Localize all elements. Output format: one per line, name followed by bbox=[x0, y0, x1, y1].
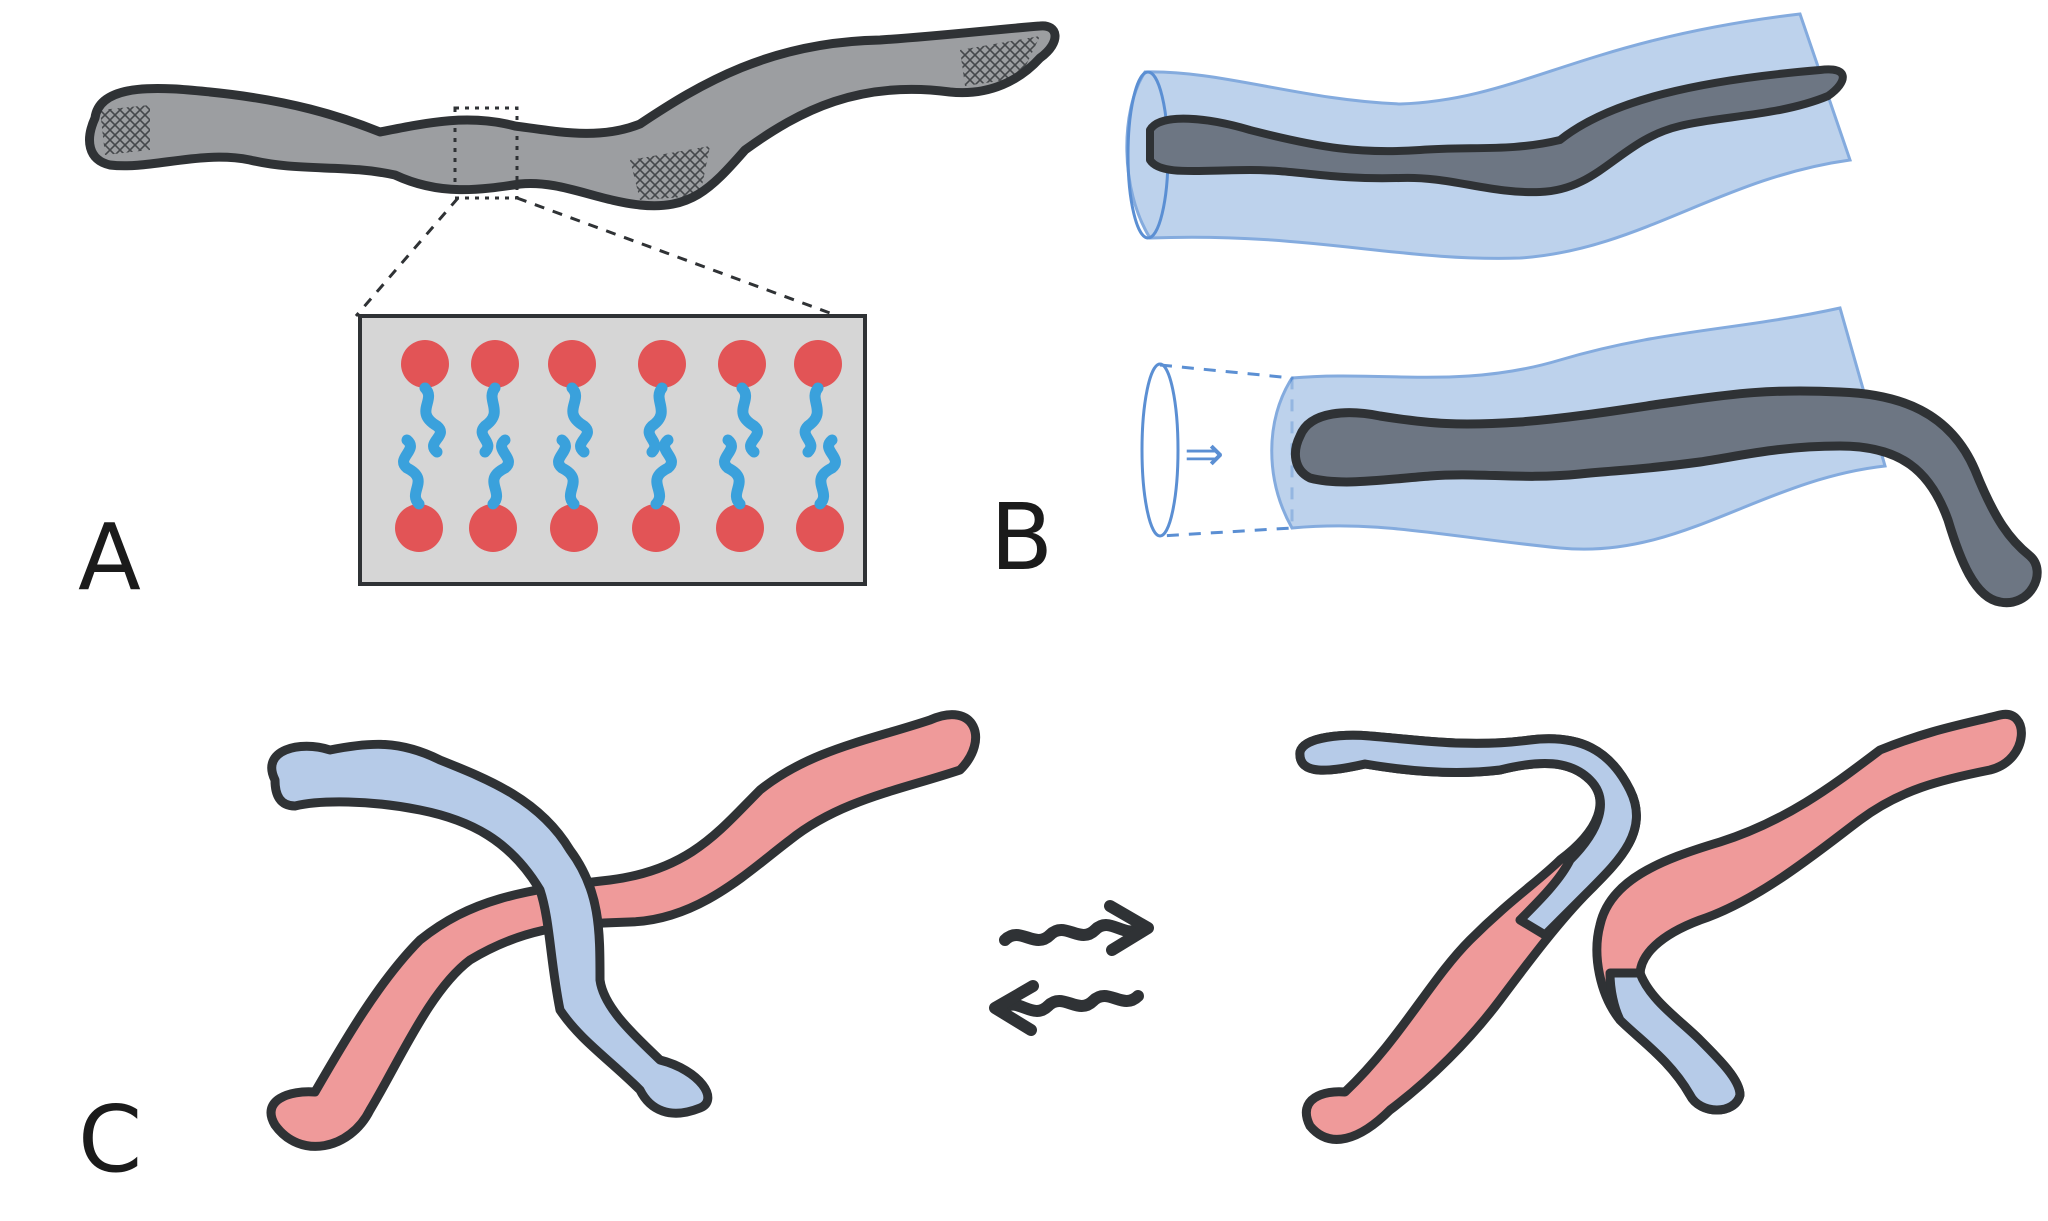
panel-c bbox=[271, 714, 2021, 1146]
surfactant-head bbox=[548, 340, 596, 388]
panel-label-b: B bbox=[990, 492, 1053, 584]
surfactant-head bbox=[471, 340, 519, 388]
zoom-guide-left bbox=[356, 198, 458, 316]
tube-previous-opening bbox=[1142, 364, 1178, 536]
surfactant-head bbox=[550, 504, 598, 552]
surfactant-head bbox=[632, 504, 680, 552]
crossing-micelles bbox=[271, 715, 976, 1147]
blue-segment-lower bbox=[1610, 973, 1740, 1110]
zoom-guide-right bbox=[517, 198, 838, 316]
surfactant-head bbox=[401, 340, 449, 388]
surfactant-head bbox=[794, 340, 842, 388]
surfactant-head bbox=[395, 504, 443, 552]
bilayer-inset bbox=[360, 316, 865, 584]
surfactant-head bbox=[716, 504, 764, 552]
surfactant-head bbox=[718, 340, 766, 388]
blue-segment-upper bbox=[1300, 735, 1637, 935]
wormlike-micelle bbox=[90, 26, 1056, 206]
recombined-micelles bbox=[1300, 714, 2021, 1139]
double-arrow-right-icon: ⇒ bbox=[1184, 426, 1224, 482]
tube-bottom: ⇒ bbox=[1142, 308, 2037, 603]
panel-label-c: C bbox=[78, 1094, 142, 1186]
panel-b: ⇒ bbox=[1127, 14, 2037, 603]
blue-red-micelle bbox=[1300, 735, 1637, 1139]
reversible-reaction-arrows-icon bbox=[995, 906, 1148, 1030]
surfactant-head bbox=[469, 504, 517, 552]
panel-label-a: A bbox=[78, 512, 141, 604]
surfactant-head bbox=[638, 340, 686, 388]
tube-top bbox=[1127, 14, 1850, 258]
panel-a bbox=[90, 26, 1056, 584]
surfactant-head bbox=[796, 504, 844, 552]
